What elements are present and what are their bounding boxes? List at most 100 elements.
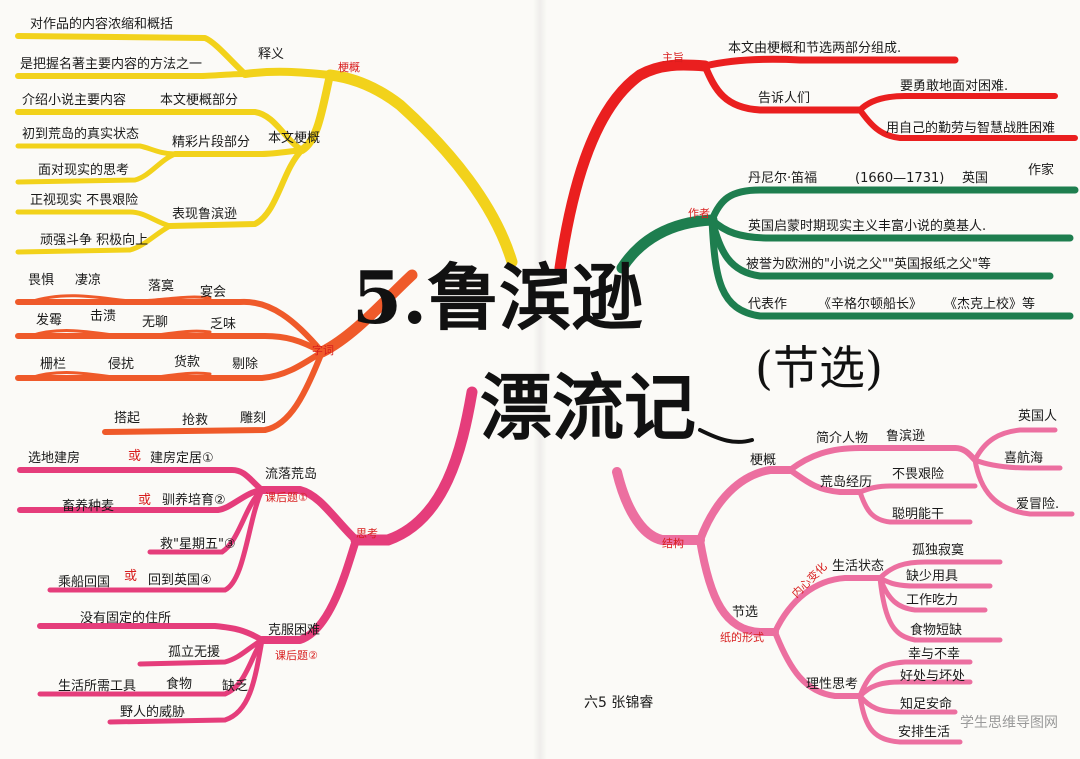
- orange-row3-4: 剔除: [232, 357, 259, 372]
- red-main-curve: [554, 59, 711, 274]
- red-item-2: 告诉人们: [758, 91, 811, 106]
- pink-t0: [952, 445, 978, 463]
- magenta-u4: [47, 487, 265, 593]
- pink-genggai: 梗概: [750, 453, 777, 468]
- pink-h1: [857, 483, 978, 495]
- yellow-jingcai: [172, 147, 305, 157]
- green-g1: [708, 186, 1079, 224]
- orange-row3-2: 侵扰: [108, 357, 135, 372]
- magenta-main-curve: [350, 386, 478, 546]
- pink-tag: 结构: [662, 537, 684, 550]
- magenta-q2-item-6: 野人的威胁: [120, 705, 186, 720]
- yellow-jingcai-down: [15, 151, 178, 185]
- pink-shenghuo-item-2: 缺少用具: [906, 569, 959, 584]
- green-item-4: 《辛格尔顿船长》: [818, 297, 923, 312]
- pink-s1: [877, 559, 1003, 581]
- red-g1: [857, 93, 1058, 113]
- green-item-1: 英国启蒙时期现实主义丰富小说的奠基人.: [748, 219, 987, 234]
- yellow-main-curve: [324, 69, 518, 268]
- yellow-biaoxian: [167, 147, 305, 229]
- pink-t2: [972, 457, 1063, 471]
- yellow-jingcai-up: [15, 143, 178, 157]
- yellow-biaoxian-item-2: 顽强斗争 积极向上: [40, 233, 149, 248]
- pink-shenghuo-item-3: 工作吃力: [906, 593, 959, 608]
- orange-row3-1: 栅栏: [40, 357, 67, 372]
- green-country: 英国: [962, 171, 989, 186]
- magenta-q1-item-4: 畜养种麦: [62, 499, 115, 514]
- red-item-4: 用自己的勤劳与智慧战胜困难: [886, 121, 1056, 136]
- red-top: [701, 55, 959, 70]
- yellow-shiyi-curve: [241, 67, 334, 79]
- pink-shenghuo-item-4: 食物短缺: [910, 623, 963, 638]
- orange-row4-1: 搭起: [114, 411, 141, 426]
- title-suffix: (节选): [755, 341, 883, 395]
- magenta-u3: [147, 487, 265, 555]
- pink-main-curve: [612, 467, 705, 545]
- yellow-branch-lines: [15, 33, 518, 268]
- yellow-benwen-item-3: 精彩片段部分: [172, 135, 251, 150]
- green-item-3: 代表作: [748, 297, 788, 312]
- yellow-biaoxian-down: [15, 223, 173, 255]
- magenta-q2-item-2: 孤立无援: [168, 645, 221, 660]
- magenta-q1-item-1: 选地建房: [28, 451, 81, 466]
- red-gaosu: [701, 62, 864, 114]
- pink-huangdao: [787, 467, 863, 495]
- green-item-5: 《杰克上校》等: [944, 297, 1036, 312]
- pink-l1: [857, 659, 973, 699]
- title-tail: [698, 428, 754, 444]
- pink-jiexuan: 节选: [732, 605, 759, 620]
- orange-row2-3: 无聊: [142, 315, 169, 330]
- pink-l3: [857, 693, 958, 715]
- orange-row2: [15, 333, 325, 355]
- yellow-benwen-curve: [298, 71, 334, 154]
- pink-huangdao: 荒岛经历: [820, 475, 873, 490]
- orange-row1: [15, 298, 325, 355]
- pink-lixing: [772, 629, 863, 699]
- pink-trait-1: 英国人: [1018, 409, 1058, 424]
- orange-row4-2: 抢救: [182, 413, 209, 428]
- yellow-biaoxian-item-1: 正视现实 不畏艰险: [30, 193, 139, 208]
- magenta-q1-tag: 课后题①: [265, 491, 308, 504]
- red-item-1: 本文由梗概和节选两部分组成.: [728, 41, 902, 56]
- pink-jiexuan-tag: 纸的形式: [720, 631, 764, 644]
- yellow-benwen: 本文梗概: [268, 131, 321, 146]
- pink-lixing-item-3: 知足安命: [900, 697, 953, 712]
- magenta-q1-item-2: 或: [128, 449, 142, 464]
- pink-lixing-item-4: 安排生活: [898, 725, 951, 740]
- pink-t1: [972, 427, 1058, 463]
- magenta-q1-item-3: 建房定居①: [150, 451, 214, 466]
- orange-row1-dip: [28, 294, 212, 304]
- yellow-jingcai-item-1: 初到荒岛的真实状态: [22, 127, 140, 142]
- magenta-q1-item-8: 乘船回国: [58, 575, 111, 590]
- magenta-q1-item-7: 救"星期五"③: [160, 537, 236, 552]
- magenta-d3: [37, 637, 265, 697]
- pink-l4: [857, 693, 963, 745]
- pink-h2: [857, 489, 973, 525]
- pink-jianjie: 简介人物: [816, 431, 869, 446]
- magenta-tag: 思考: [356, 527, 378, 540]
- pink-shenghuo: 生活状态: [832, 559, 885, 574]
- magenta-q2-item-1: 没有固定的住所: [80, 611, 172, 626]
- page-fold: [533, 0, 547, 759]
- pink-t3: [972, 457, 1075, 517]
- yellow-tag: 梗概: [338, 61, 360, 74]
- magenta-q2-item-3: 生活所需工具: [58, 679, 137, 694]
- author-credit: 六5 张锦睿: [584, 695, 654, 711]
- orange-row2-4: 乏味: [210, 317, 237, 332]
- orange-row4: [102, 349, 325, 435]
- title-line1: 5.鲁滨逊: [352, 255, 644, 340]
- magenta-q1-item-10: 回到英国④: [148, 573, 212, 588]
- pink-lixing-item-2: 好处与坏处: [900, 669, 966, 684]
- orange-row3-dip: [28, 371, 212, 381]
- magenta-q1-item-6: 驯养培育②: [162, 493, 226, 508]
- pink-huangdao-item-1: 不畏艰险: [892, 467, 945, 482]
- pink-trait-2: 喜航海: [1004, 451, 1044, 466]
- magenta-q2: 克服困难: [268, 623, 321, 638]
- magenta-up: [258, 486, 360, 544]
- magenta-d4: [107, 637, 265, 725]
- orange-row2-2: 击溃: [90, 309, 117, 324]
- green-tag: 作者: [688, 207, 710, 220]
- pink-l2: [857, 679, 973, 699]
